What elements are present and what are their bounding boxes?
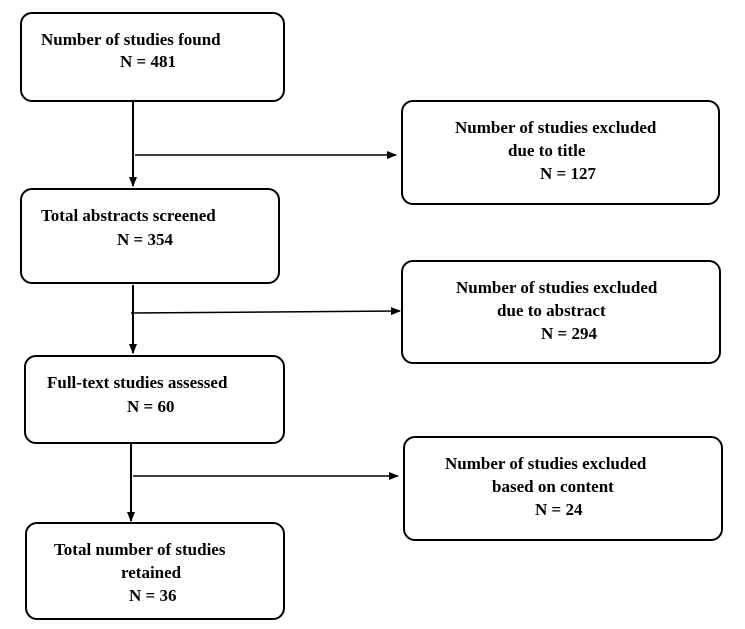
box-abstracts-screened: Total abstracts screened N = 354 [20,188,280,284]
box-excluded-content: Number of studies excluded based on cont… [403,436,723,541]
box-excluded-abstract: Number of studies excluded due to abstra… [401,260,721,364]
box-excluded-content-label-2: based on content [492,477,614,496]
box-studies-retained-label: Total number of studies [54,540,226,559]
box-excluded-title: Number of studies excluded due to title … [401,100,720,205]
box-fulltext-assessed: Full-text studies assessed N = 60 [24,355,285,444]
box-studies-retained-label-2: retained [121,563,182,582]
box-fulltext-assessed-label: Full-text studies assessed [47,373,228,392]
arrow-to-excluded-abstract [130,307,401,316]
box-studies-retained: Total number of studies retained N = 36 [25,522,285,620]
box-fulltext-assessed-count: N = 60 [127,397,175,416]
box-excluded-abstract-count: N = 294 [541,324,597,343]
box-excluded-title-label: Number of studies excluded [455,118,657,137]
box-studies-retained-count: N = 36 [129,586,177,605]
box-excluded-content-label: Number of studies excluded [445,454,647,473]
box-excluded-title-label-2: due to title [508,141,586,160]
box-excluded-abstract-label: Number of studies excluded [456,278,658,297]
box-abstracts-screened-count: N = 354 [117,230,173,249]
box-studies-found: Number of studies found N = 481 [20,12,285,102]
box-excluded-content-count: N = 24 [535,500,583,519]
box-excluded-title-count: N = 127 [540,164,596,183]
box-studies-found-label: Number of studies found [41,30,221,49]
box-studies-found-count: N = 481 [120,52,176,71]
box-abstracts-screened-label: Total abstracts screened [41,206,216,225]
box-excluded-abstract-label-2: due to abstract [497,301,606,320]
